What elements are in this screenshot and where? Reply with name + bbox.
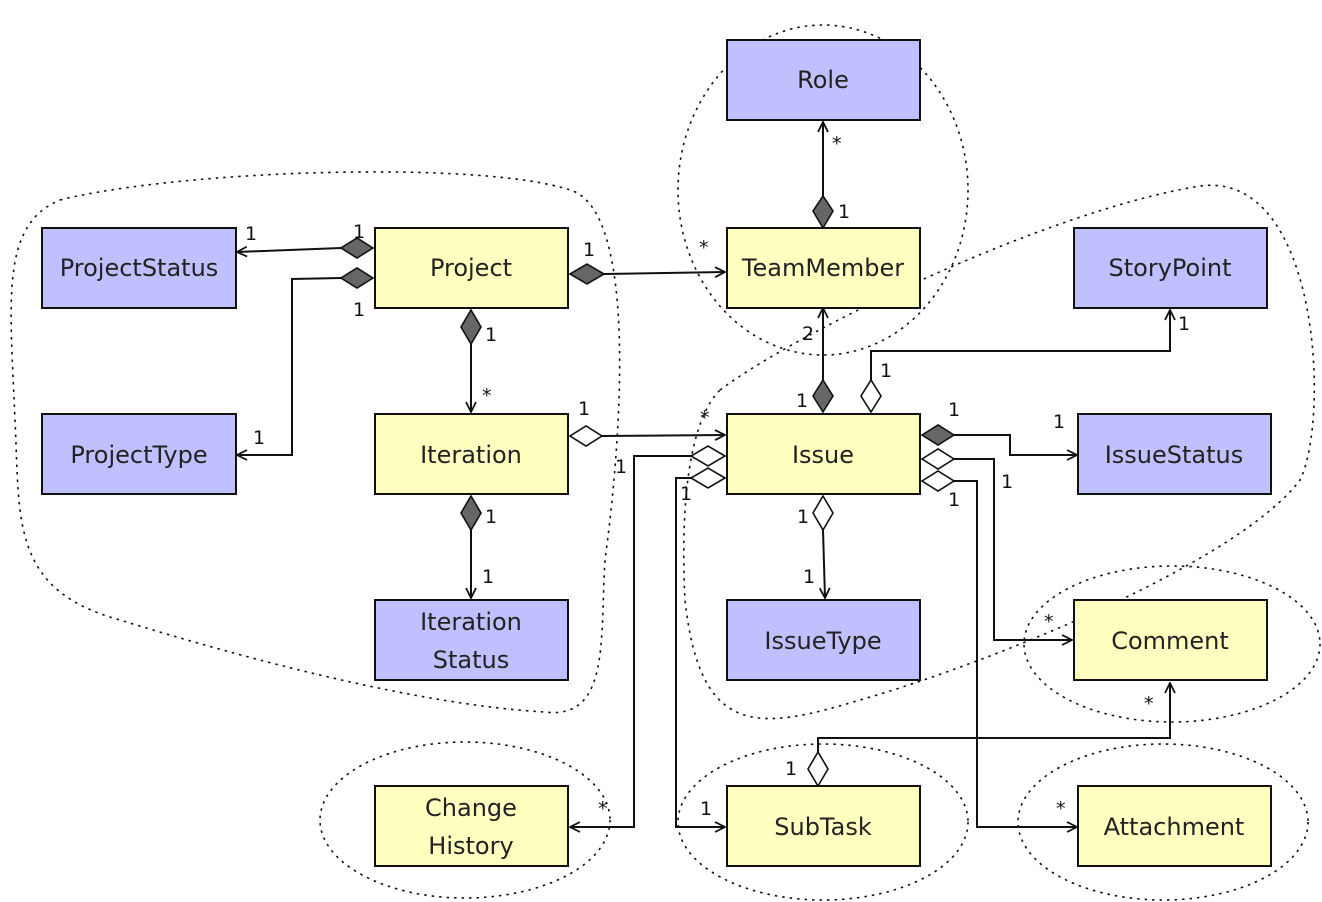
class-iteration-status[interactable]: Iteration Status [374, 599, 569, 681]
edge-issue-attachment [954, 480, 1077, 827]
multiplicity-label: 1 [485, 324, 497, 346]
composite-diamond-icon [920, 424, 956, 446]
class-team-member[interactable]: TeamMember [726, 227, 921, 309]
team-group-boundary [677, 24, 969, 356]
multiplicity-label: 1 [796, 390, 808, 412]
class-project-status[interactable]: ProjectStatus [41, 227, 237, 309]
class-label: ProjectType [70, 441, 207, 469]
class-label: ProjectStatus [60, 254, 219, 282]
multiplicity-labels: * 1 1 1 1 1 1 * 1 * 1 1 1 * 2 1 1 1 1 1 … [245, 133, 1190, 820]
multiplicity-label: 1 [838, 201, 850, 223]
class-issue-status[interactable]: IssueStatus [1077, 413, 1272, 495]
class-label: Project [430, 254, 512, 282]
class-label: Issue [792, 441, 854, 469]
multiplicity-label: 1 [583, 239, 595, 261]
aggregation-diamond-icon [689, 445, 727, 467]
multiplicity-label: 1 [485, 506, 497, 528]
aggregation-diamond-icon [920, 448, 956, 470]
class-label: StoryPoint [1109, 254, 1232, 282]
multiplicity-label: * [482, 385, 492, 407]
multiplicity-label: 1 [578, 398, 590, 420]
composite-diamond-icon [460, 494, 482, 532]
class-sub-task[interactable]: SubTask [726, 785, 921, 867]
class-label: Iteration [420, 441, 522, 469]
composite-diamond-icon [568, 263, 606, 285]
multiplicity-label: 1 [700, 798, 712, 820]
multiplicity-label: 1 [353, 299, 365, 321]
composite-diamond-icon [339, 267, 375, 289]
edge-issue-issuetype [823, 529, 825, 598]
composite-diamond-icon [812, 378, 834, 414]
multiplicity-label: * [700, 407, 710, 429]
multiplicity-label: 1 [253, 427, 265, 449]
composite-diamond-icon [812, 194, 834, 230]
class-change-history[interactable]: Change History [374, 785, 569, 867]
edge-issue-comment [954, 458, 1072, 640]
multiplicity-label: 1 [803, 566, 815, 588]
multiplicity-label: 1 [353, 221, 365, 243]
multiplicity-label: * [1044, 611, 1054, 633]
multiplicity-label: * [1144, 693, 1154, 715]
class-boxes: Role ProjectStatus Project TeamMember St… [41, 39, 1272, 867]
class-label: IssueType [764, 627, 881, 655]
edge-issue-subtask [675, 477, 725, 827]
edge-issue-changehistory [570, 455, 691, 827]
multiplicity-label: 1 [948, 399, 960, 421]
multiplicity-label: 1 [680, 483, 692, 505]
aggregation-diamond-icon [689, 467, 727, 489]
group-boundaries [10, 24, 1321, 901]
edge-issue-issuestatus [954, 434, 1077, 455]
aggregation-diamond-icon [568, 425, 604, 447]
class-comment[interactable]: Comment [1073, 599, 1268, 681]
multiplicity-label: 2 [802, 323, 814, 345]
multiplicity-label: 1 [482, 566, 494, 588]
class-label-line-2: Status [433, 646, 509, 674]
composite-diamond-icon [460, 308, 482, 346]
class-label-line-2: History [428, 832, 513, 860]
multiplicity-label: 1 [1178, 313, 1190, 335]
attachment-group-boundary [1017, 743, 1309, 901]
class-attachment[interactable]: Attachment [1077, 785, 1272, 867]
aggregation-diamond-icon [860, 378, 882, 414]
multiplicity-label: 1 [948, 489, 960, 511]
class-label: IssueStatus [1105, 441, 1244, 469]
multiplicity-label: 1 [880, 360, 892, 382]
multiplicity-label: * [1056, 798, 1066, 820]
aggregation-diamond-icon [812, 494, 834, 532]
multiplicity-label: * [832, 133, 842, 155]
class-project-type[interactable]: ProjectType [41, 413, 237, 495]
class-label: Role [797, 66, 849, 94]
multiplicity-label: 1 [615, 456, 627, 478]
class-label: Attachment [1104, 813, 1245, 841]
multiplicity-label: * [699, 237, 709, 259]
relation-edges [237, 122, 1170, 827]
class-role[interactable]: Role [726, 39, 921, 121]
class-label-line-1: Change [425, 794, 517, 822]
multiplicity-label: * [598, 798, 608, 820]
class-story-point[interactable]: StoryPoint [1073, 227, 1268, 309]
multiplicity-label: 1 [1053, 411, 1065, 433]
multiplicity-label: 1 [797, 506, 809, 528]
class-iteration[interactable]: Iteration [374, 413, 569, 495]
composite-diamond-icon [339, 237, 375, 259]
class-label: TeamMember [741, 254, 904, 282]
edge-issue-storypoint [870, 310, 1170, 380]
class-label: SubTask [774, 813, 872, 841]
multiplicity-label: 1 [785, 758, 797, 780]
edge-subtask-comment [817, 683, 1170, 752]
aggregation-diamond-icon [920, 470, 956, 492]
multiplicity-label: 1 [1001, 471, 1013, 493]
class-issue-type[interactable]: IssueType [726, 599, 921, 681]
comment-group-boundary [1023, 565, 1321, 723]
multiplicity-label: 1 [245, 223, 257, 245]
subtask-group-boundary [677, 743, 969, 901]
change-history-group-boundary [319, 741, 611, 899]
class-label-line-1: Iteration [420, 608, 522, 636]
class-label: Comment [1111, 627, 1229, 655]
class-project[interactable]: Project [374, 227, 569, 309]
aggregation-diamond-icon [807, 750, 829, 788]
class-issue[interactable]: Issue [726, 413, 921, 495]
